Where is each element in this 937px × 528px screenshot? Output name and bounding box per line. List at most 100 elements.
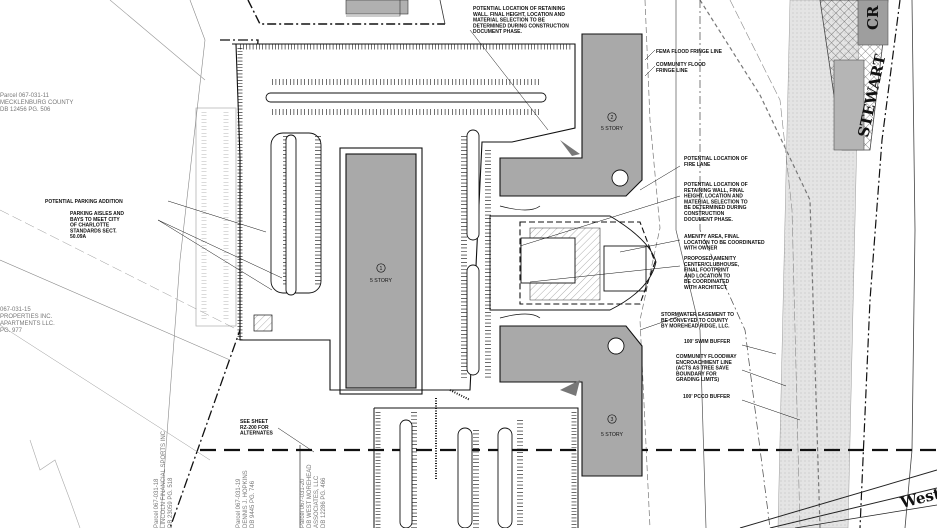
note-retaining-top-line: POTENTIAL LOCATION OF RETAINING <box>473 6 565 12</box>
note-floodway-line: BOUNDARY FOR <box>676 371 717 377</box>
note-parking-aisles-line: OF CHARLOTTE <box>70 223 110 229</box>
note-retaining-top-line: MATERIAL SELECTION TO BE <box>473 18 546 24</box>
note-amenity-area-line: LOCATION TO BE COORDINATED <box>684 240 765 246</box>
parcel-mecklenburg-line: Parcel 067-031-11 <box>0 93 50 99</box>
note-amenity-area-line: AMENITY AREA, FINAL <box>684 234 739 240</box>
note-retaining-top-line: DOCUMENT PHASE. <box>473 29 523 35</box>
note-amenity-center-line: BE COORDINATED <box>684 279 730 285</box>
building-3-marker <box>607 414 617 424</box>
note-retaining-top-line: DETERMINED DURING CONSTRUCTION <box>473 23 569 29</box>
note-pcco-line: 100' PCCO BUFFER <box>683 394 730 400</box>
amenity-area <box>489 205 657 319</box>
note-retaining-mid-line: RETAINING WALL, FINAL <box>684 188 744 194</box>
note-fire-lane-line: FIRE LANE <box>684 162 711 168</box>
note-fema-line: FEMA FLOOD FRINGE LINE <box>656 49 723 55</box>
note-retaining-mid-line: HEIGHT, LOCATION AND <box>684 194 743 200</box>
note-community-fringe-line: FRINGE LINE <box>656 68 688 74</box>
parcel-west-morehead-line: Parcel 067-031-20 <box>300 478 306 528</box>
note-amenity-center-line: AND LOCATION TO <box>684 273 730 279</box>
building-1 <box>339 147 423 395</box>
note-amenity-center-line: CENTER/CLUBHOUSE, <box>684 262 740 268</box>
note-amenity-center-line: WITH ARCHITECT <box>684 285 727 291</box>
note-fema-text: FEMA FLOOD FRINGE LINE <box>656 49 723 55</box>
note-swim-text: 100' SWIM BUFFER <box>684 339 731 345</box>
leader-lines <box>157 29 801 453</box>
parcel-properties-line: 067-031-15 <box>0 307 31 313</box>
parcel-west-morehead-line: DB WEST MOREHEAD <box>307 464 313 528</box>
note-swim-buffer: 100' SWIM BUFFER <box>684 339 731 345</box>
note-parking-addition-text: POTENTIAL PARKING ADDITION <box>45 199 123 205</box>
note-parking-aisles-line: STANDARDS SECT. <box>70 228 117 234</box>
note-fire-lane-line: POTENTIAL LOCATION OF <box>684 156 748 162</box>
parcel-lincoln: Parcel 067-031-18LINCOLN FINANCIAL SPORT… <box>154 430 174 528</box>
building-2 <box>499 33 643 197</box>
parcel-hopkins-text: Parcel 067-031-19DENNIS J. HOPKINSDB 944… <box>236 470 256 528</box>
note-parking-aisles-line: PARKING AISLES AND <box>70 211 124 217</box>
parcel-hopkins-line: Parcel 067-031-19 <box>236 478 242 528</box>
note-retaining-mid-line: BE DETERMINED DURING <box>684 205 747 211</box>
note-floodway-line: COMMUNITY FLOODWAY <box>676 354 737 360</box>
building-2-label: 5 STORY <box>601 126 624 132</box>
parcel-lincoln-line: DB 23059 PG. 518 <box>168 477 174 528</box>
parcel-properties-line: PROPERTIES INC. <box>0 314 53 320</box>
note-floodway-line: GRADING LIMITS) <box>676 377 719 383</box>
note-see-sheet-line: RZ-200 FOR <box>240 425 269 431</box>
parcel-mecklenburg-line: DB 12456 PG. 506 <box>0 107 51 113</box>
note-retaining-mid-line: CONSTRUCTION <box>684 211 725 217</box>
south-parking-lot <box>373 389 579 528</box>
building-1-label: 5 STORY <box>370 278 393 284</box>
building-1-number: 1 <box>380 266 383 272</box>
potential-parking-addition <box>195 107 237 327</box>
note-swim-line: 100' SWIM BUFFER <box>684 339 731 345</box>
road-label-corner: CR <box>864 5 882 30</box>
note-parking-addition-line: POTENTIAL PARKING ADDITION <box>45 199 123 205</box>
building-3-number: 3 <box>611 417 614 423</box>
parcel-hopkins-line: DENNIS J. HOPKINS <box>243 470 249 528</box>
note-amenity-center-line: FINAL FOOTPRINT <box>684 268 729 274</box>
road-label-west: West <box>898 485 937 513</box>
note-pcco-buffer: 100' PCCO BUFFER <box>683 394 730 400</box>
parcel-hopkins-line: DB 9445 PG. 746 <box>250 480 256 528</box>
note-amenity-area-line: WITH OWNER <box>684 246 718 252</box>
note-retaining-mid-line: MATERIAL SELECTION TO <box>684 199 748 205</box>
parcel-mecklenburg-line: MECKLENBURG COUNTY <box>0 100 73 106</box>
building-2-marker <box>607 112 617 122</box>
parcel-properties-line: PG. 977 <box>0 328 23 334</box>
note-retaining-mid-line: POTENTIAL LOCATION OF <box>684 182 748 188</box>
note-amenity-center-line: PROPOSED AMENITY <box>684 256 737 262</box>
parcel-lincoln-line: LINCOLN FINANCIAL SPORTS INC <box>161 430 167 528</box>
note-see-sheet-line: SEE SHEET <box>240 419 268 425</box>
building-3 <box>499 325 643 477</box>
existing-structure <box>345 0 409 15</box>
note-floodway-line: (ACTS AS TREE SAVE <box>676 366 729 372</box>
parcel-west-morehead-line: ASSOCIATES, LLC <box>314 475 320 528</box>
parcel-lincoln-text: Parcel 067-031-18LINCOLN FINANCIAL SPORT… <box>154 430 174 528</box>
note-pcco-text: 100' PCCO BUFFER <box>683 394 730 400</box>
building-2-number: 2 <box>611 115 614 121</box>
parcel-west-morehead-text: Parcel 067-031-20DB WEST MOREHEADASSOCIA… <box>300 464 327 528</box>
note-fema: FEMA FLOOD FRINGE LINE <box>656 49 723 55</box>
note-parking-aisles-line: 50.09A <box>70 234 87 240</box>
creek-corridor <box>699 0 937 528</box>
